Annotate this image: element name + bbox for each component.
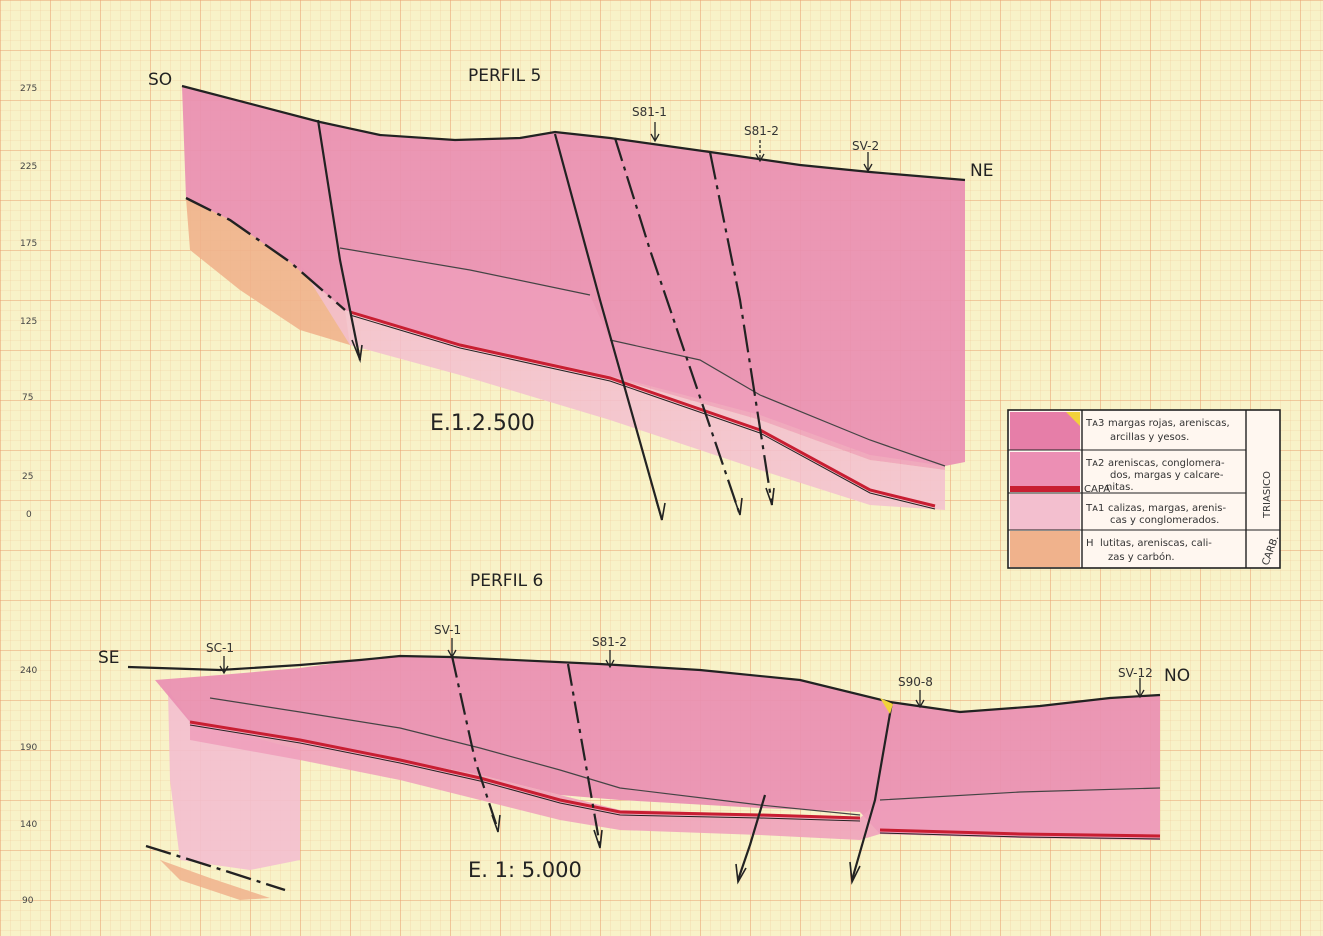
profile6-well-s81-2: S81-2 [592,635,627,649]
legend-h-code: H [1086,538,1094,549]
profile5-ytick-75: 75 [22,393,33,403]
legend-ta2-line2: dos, margas y calcare- [1110,470,1224,481]
profile6-ytick-140: 140 [20,820,37,830]
profile5-dir-left: SO [148,70,172,90]
profile5-ytick-175: 175 [20,239,37,249]
profile6-well-s90-8: S90-8 [898,675,933,689]
legend-ta1-line2: cas y conglomerados. [1110,515,1219,526]
profile5-ytick-125: 125 [20,317,37,327]
legend-ta3-line1: margas rojas, areniscas, [1108,418,1230,429]
profile6-well-sv-1: SV-1 [434,623,461,637]
profile5-title: PERFIL 5 [468,66,541,86]
legend-period-triasico: TRIASICO [1262,471,1273,519]
legend-ta1-line1: calizas, margas, arenis- [1108,503,1226,514]
profile5-dir-right: NE [970,161,993,181]
legend-ta3-code: Tᴀ3 [1085,418,1104,429]
legend-ta2-code: Tᴀ2 [1085,458,1104,469]
profile6-well-sv-12: SV-12 [1118,666,1153,680]
legend-ta2-line3: nitas. [1106,482,1134,493]
legend-h-line1: lutitas, areniscas, cali- [1100,538,1212,549]
legend-ta1-code: Tᴀ1 [1085,503,1104,514]
legend-ta2-line1: areniscas, conglomera- [1108,458,1225,469]
profile5-well-s81-1: S81-1 [632,105,667,119]
legend: Tᴀ3 margas rojas, areniscas, arcillas y … [1008,410,1281,568]
legend-swatch-ta3 [1010,412,1080,450]
profile6-dir-right: NO [1164,666,1190,686]
profile5-scale: E.1.2.500 [430,411,535,436]
profile6-scale: E. 1: 5.000 [468,858,582,882]
legend-h-line2: zas y carbón. [1108,551,1175,563]
profile6-ytick-190: 190 [20,743,37,753]
profile6-title: PERFIL 6 [470,571,543,591]
profile6-well-sc-1: SC-1 [206,641,234,655]
legend-swatch-h [1010,531,1080,567]
legend-swatch-ta2 [1010,452,1080,486]
profile5-well-s81-2: S81-2 [744,124,779,138]
legend-swatch-ta1 [1010,494,1080,530]
profile5-well-sv-2: SV-2 [852,139,879,153]
profile5-ytick-0: 0 [26,510,32,520]
legend-swatch-capa [1010,486,1080,492]
profile6-ytick-90: 90 [22,896,34,906]
profile6-ytick-240: 240 [20,666,37,676]
legend-ta3-line2: arcillas y yesos. [1110,432,1189,443]
profile6-dir-left: SE [98,648,120,668]
profile5-ytick-275: 275 [20,84,37,94]
legend-capa-label: CAPA [1084,484,1110,495]
profile5-ytick-25: 25 [22,472,33,482]
profile5-ytick-225: 225 [20,162,37,172]
